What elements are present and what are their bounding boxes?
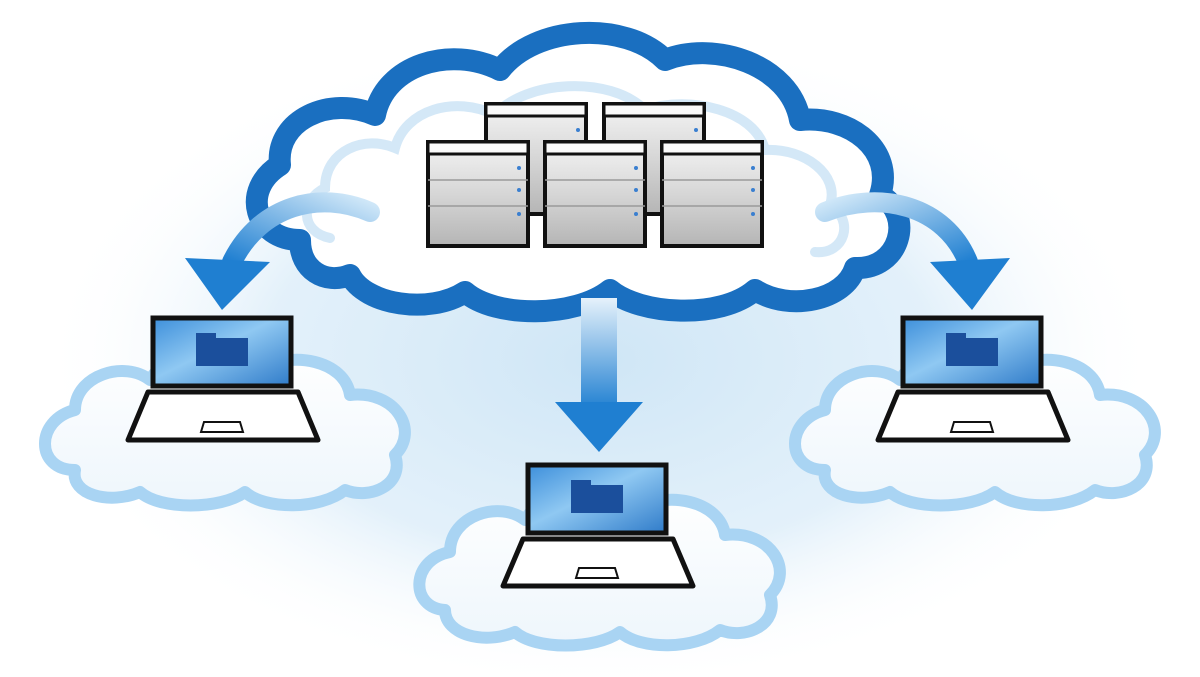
laptop-icon (875, 315, 1071, 443)
server-icon (543, 140, 647, 248)
arrow-to-left-laptop (222, 192, 380, 272)
folder-icon (946, 338, 998, 366)
laptop-icon (125, 315, 321, 443)
server-icon (426, 140, 530, 248)
arrow-to-center-laptop (581, 298, 617, 410)
arrow-head-right (930, 258, 1010, 310)
arrow-head-center (555, 402, 643, 452)
server-icon (660, 140, 764, 248)
server-cluster (426, 102, 764, 248)
arrow-head-left (185, 258, 270, 310)
arrow-to-right-laptop (815, 192, 978, 272)
laptop-left-node (39, 315, 411, 512)
arrow-icon (185, 192, 380, 310)
arrow-icon (555, 298, 643, 452)
arrow-icon (815, 192, 1010, 310)
laptop-right-node (789, 315, 1161, 512)
main-cloud-inner-shade (301, 81, 850, 258)
laptop-center-node (413, 462, 786, 652)
folder-icon (571, 485, 623, 513)
laptop-icon (500, 462, 696, 589)
folder-icon (196, 338, 248, 366)
